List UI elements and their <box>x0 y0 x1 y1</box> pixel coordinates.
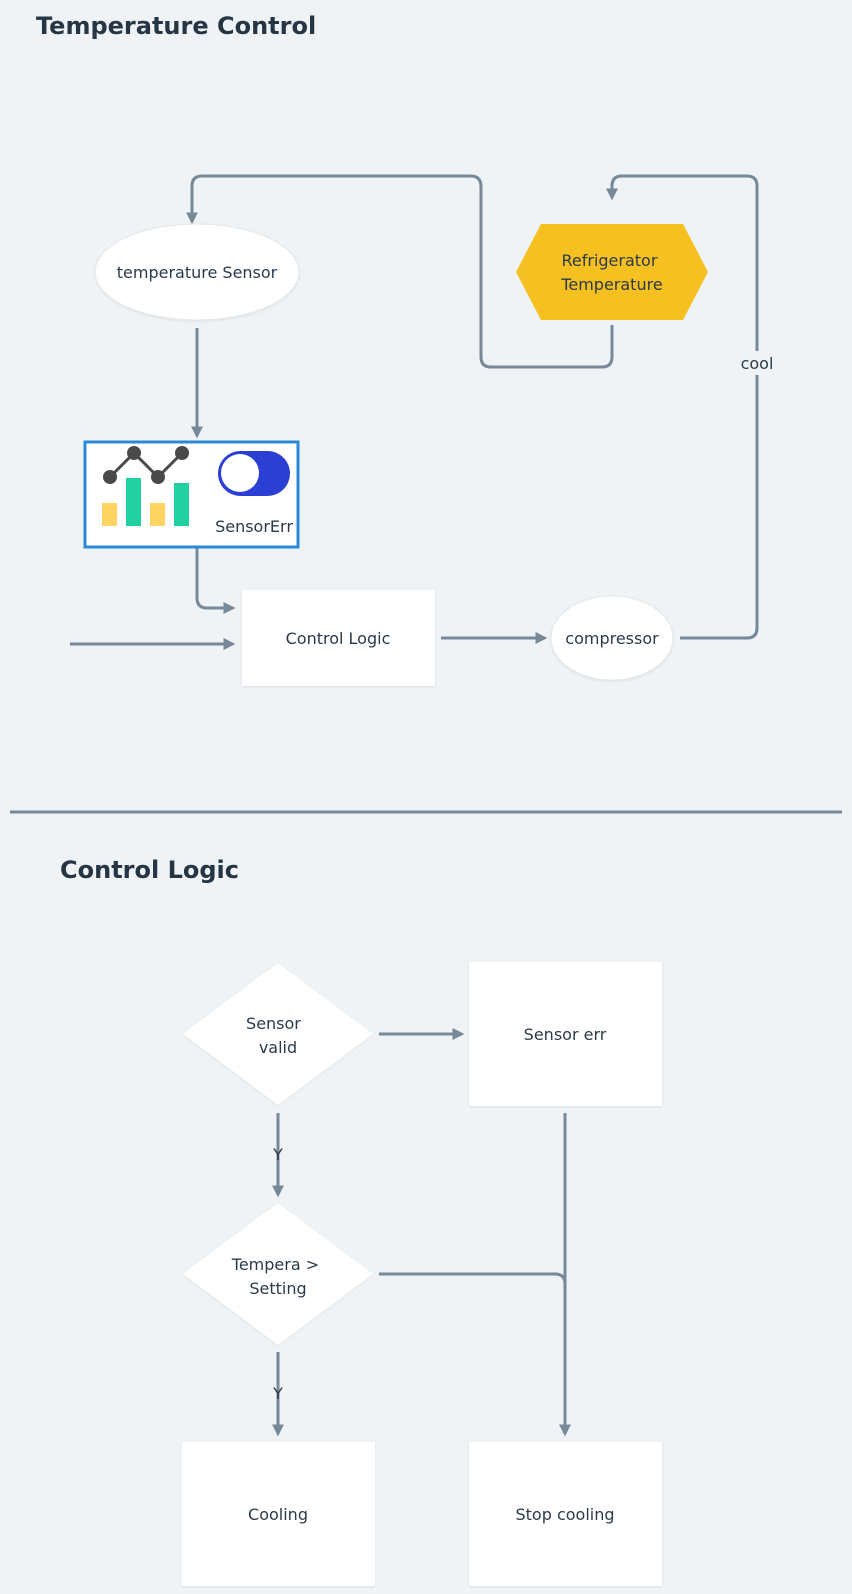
tempera-line-2: Setting <box>249 1279 306 1298</box>
chart-icon-bar-3 <box>150 503 165 526</box>
edge-tempera-to-stop-cooling <box>379 1272 567 1285</box>
fridge-label-line-1: Refrigerator <box>561 251 657 270</box>
sensor-valid-line-2: valid <box>259 1038 297 1057</box>
fridge-label-line-2: Temperature <box>560 275 662 294</box>
node-refrigerator-temperature-label: Refrigerator Temperature <box>560 251 662 294</box>
chart-icon-bar-4 <box>174 483 189 526</box>
node-control-logic-label: Control Logic <box>286 629 391 648</box>
node-stop-cooling[interactable] <box>469 1442 662 1586</box>
node-tempera-setting[interactable] <box>183 1203 373 1345</box>
chart-icon-point-2 <box>127 446 141 460</box>
node-compressor-label: compressor <box>565 629 659 648</box>
edge-label-bg <box>738 351 776 375</box>
node-control-logic[interactable] <box>242 590 435 686</box>
chart-icon-point-4 <box>175 446 189 460</box>
node-cooling[interactable] <box>182 1442 375 1586</box>
node-refrigerator-temperature[interactable] <box>516 224 708 320</box>
edge-label-y-2: Y <box>272 1384 283 1403</box>
chart-icon-point-3 <box>151 470 165 484</box>
section-title-control-logic: Control Logic <box>60 856 239 884</box>
toggle-switch-icon[interactable] <box>218 451 290 496</box>
chart-icon-point-1 <box>103 470 117 484</box>
node-sensor-err[interactable] <box>469 962 662 1106</box>
toggle-knob <box>221 454 259 492</box>
edge-compressor-to-fridge <box>606 174 759 640</box>
sensor-valid-line-1: Sensor <box>246 1014 301 1033</box>
node-temperature-sensor-label: temperature Sensor <box>117 263 278 282</box>
edge-fridge-to-sensor <box>186 174 614 369</box>
chart-icon-bar-2 <box>126 478 141 526</box>
edge-label-y-1: Y <box>272 1145 283 1164</box>
edge-widget-to-control-logic <box>195 537 236 614</box>
sensor-err-widget[interactable]: SensorErr <box>83 440 300 549</box>
sensor-err-widget-label: SensorErr <box>215 517 293 536</box>
section-title-temperature-control: Temperature Control <box>36 12 317 40</box>
tempera-line-1: Tempera > <box>231 1255 319 1274</box>
node-sensor-err-label: Sensor err <box>524 1025 607 1044</box>
chart-icon <box>102 446 189 526</box>
node-temperature-sensor[interactable] <box>94 223 300 321</box>
edge-label-cool: cool <box>741 354 774 373</box>
node-compressor[interactable] <box>550 595 674 681</box>
node-stop-cooling-label: Stop cooling <box>515 1505 614 1524</box>
node-sensor-valid-label: Sensor valid <box>246 1014 306 1057</box>
node-tempera-setting-label: Tempera > Setting <box>231 1255 324 1298</box>
chart-icon-bar-1 <box>102 503 117 526</box>
node-sensor-valid[interactable] <box>183 963 373 1105</box>
chart-icon-line <box>108 450 184 480</box>
node-cooling-label: Cooling <box>248 1505 308 1524</box>
